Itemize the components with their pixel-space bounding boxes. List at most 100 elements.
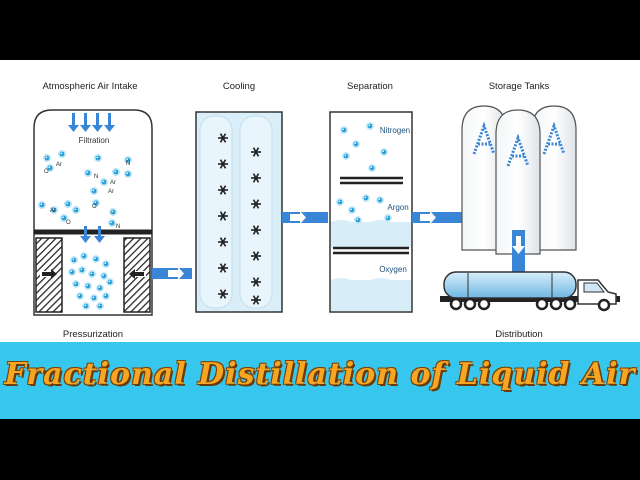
molecule-icon [108, 219, 116, 227]
molecule-label: N [94, 174, 98, 180]
molecule-icon [96, 284, 104, 292]
molecule-icon [64, 200, 72, 208]
molecule-label: Ar [50, 208, 56, 214]
molecule-icon [376, 196, 384, 204]
molecule-label: N [126, 161, 130, 167]
stage-label-cooling: Cooling [223, 81, 255, 92]
flow-arrow-3 [412, 211, 462, 224]
snowflake-icon [218, 289, 228, 299]
molecule-icon [340, 126, 348, 134]
oxygen-label: Oxygen [379, 265, 407, 274]
molecule-icon [84, 169, 92, 177]
snowflake-grid [218, 133, 261, 305]
molecule-label: O [66, 220, 71, 226]
flow-arrow-1 [152, 267, 192, 280]
intake-arrows-icon [68, 113, 115, 132]
molecule-icon [50, 206, 58, 214]
snowflake-icon [218, 237, 228, 247]
distribution-pipe [512, 230, 525, 282]
snowflake-icon [251, 199, 261, 209]
molecule-icon [78, 266, 86, 274]
molecule-icon [106, 278, 114, 286]
snowflake-icon [218, 133, 228, 143]
molecule-icon [92, 255, 100, 263]
filtration-label: Filtration [79, 136, 110, 145]
argon-label: Argon [387, 203, 408, 212]
molecule-label: O [44, 169, 49, 175]
molecule-icon [38, 201, 46, 209]
tanker-truck-icon [440, 271, 620, 312]
distribution-label: Distribution [495, 329, 543, 340]
molecule-icon [366, 122, 374, 130]
molecule-icon [100, 178, 108, 186]
separation-column [329, 111, 413, 313]
snowflake-icon [218, 159, 228, 169]
molecule-icon [94, 154, 102, 162]
molecule-icon [90, 294, 98, 302]
molecule-icon [100, 272, 108, 280]
tank-logo-center-icon [506, 133, 530, 167]
pressurization-label: Pressurization [63, 329, 123, 340]
molecule-icon [76, 292, 84, 300]
molecule-icon [46, 164, 54, 172]
stage-label-separation: Separation [347, 81, 393, 92]
piston-arrow-right-icon [129, 269, 146, 279]
molecule-icon [352, 140, 360, 148]
molecule-icon [368, 164, 376, 172]
bottom-letterbox [0, 419, 640, 480]
molecule-icon [43, 154, 51, 162]
molecule-icon [70, 256, 78, 264]
snowflake-icon [218, 263, 228, 273]
snowflake-icon [251, 277, 261, 287]
molecule-icon [72, 280, 80, 288]
snowflake-icon [218, 211, 228, 221]
piston-arrow-left-icon [40, 269, 57, 279]
molecule-icon [102, 260, 110, 268]
molecule-icon [380, 148, 388, 156]
title-banner: Fractional Distillation of Liquid Air [0, 342, 640, 419]
top-letterbox [0, 0, 640, 60]
compressed-molecules [68, 252, 114, 310]
molecule-icon [80, 252, 88, 260]
molecule-icon [124, 156, 132, 164]
molecule-icon [348, 206, 356, 214]
snowflake-icon [251, 225, 261, 235]
molecule-icon [88, 270, 96, 278]
molecule-icon [362, 194, 370, 202]
snowflake-icon [251, 251, 261, 261]
molecule-icon [92, 199, 100, 207]
molecule-icon [112, 168, 120, 176]
molecule-icon [96, 302, 104, 310]
tank-logo-left-icon [472, 121, 496, 155]
stage-label-intake: Atmospheric Air Intake [42, 81, 137, 92]
molecule-icon [60, 214, 68, 222]
molecule-label: Ar [110, 180, 116, 186]
nitrogen-label: Nitrogen [380, 126, 410, 135]
molecule-icon [354, 216, 362, 224]
molecule-label: O [92, 204, 97, 210]
molecule-icon [82, 302, 90, 310]
molecule-icon [336, 198, 344, 206]
molecule-icon [72, 206, 80, 214]
storage-tank-center [495, 109, 541, 255]
molecule-icon [84, 282, 92, 290]
flow-arrow-2 [282, 211, 328, 224]
snowflake-icon [218, 185, 228, 195]
molecule-label: N [116, 224, 120, 230]
snowflake-icon [251, 295, 261, 305]
molecule-icon [109, 208, 117, 216]
molecule-icon [90, 187, 98, 195]
process-diagram: Atmospheric Air Intake Cooling Separatio… [0, 60, 640, 342]
molecule-icon [342, 152, 350, 160]
compress-arrows-icon [80, 226, 105, 243]
molecule-icon [58, 150, 66, 158]
molecule-icon [384, 214, 392, 222]
stage-label-storage: Storage Tanks [489, 81, 550, 92]
main-title: Fractional Distillation of Liquid Air [4, 357, 636, 392]
separated-molecules [336, 122, 392, 224]
snowflake-icon [251, 147, 261, 157]
tank-logo-right-icon [542, 121, 566, 155]
intake-chamber: Filtration [33, 109, 153, 316]
molecule-label: Ar [108, 189, 114, 195]
